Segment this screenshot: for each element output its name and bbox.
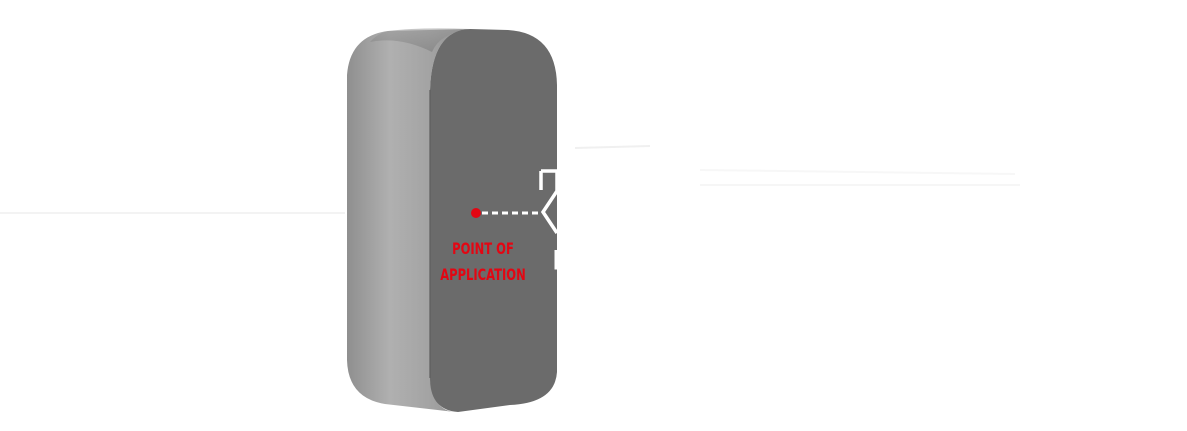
point-of-application-label-line1: POINT OF xyxy=(452,240,514,258)
faded-force-line-upper xyxy=(574,145,651,149)
block-top-edge xyxy=(370,28,470,52)
block-side-face xyxy=(347,29,470,412)
point-of-application-marker xyxy=(471,208,481,218)
point-of-application-label-line2: APPLICATION xyxy=(440,266,525,284)
force-arrow-head xyxy=(540,169,559,234)
faded-force-line-mid xyxy=(699,169,1016,175)
small-bracket-marker xyxy=(554,250,566,270)
block-front-face xyxy=(430,29,557,412)
